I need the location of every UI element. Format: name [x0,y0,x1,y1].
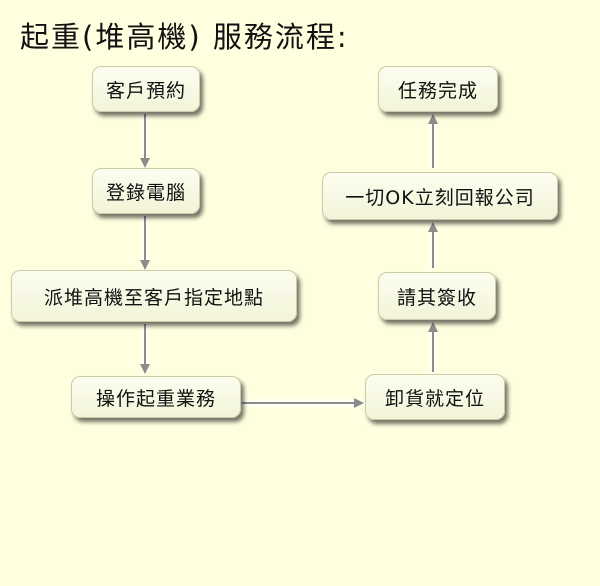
step-computer-entry: 登錄電腦 [92,168,200,214]
step-unload-position: 卸貨就定位 [365,374,505,420]
step-task-complete: 任務完成 [378,66,498,112]
step-report-ok: 一切OK立刻回報公司 [322,172,558,220]
step-lifting-operation: 操作起重業務 [71,376,241,418]
step-customer-booking: 客戶預約 [92,66,200,112]
step-customer-sign: 請其簽收 [378,272,496,320]
page-title: 起重(堆高機) 服務流程: [20,20,349,54]
step-dispatch-forklift: 派堆高機至客戶指定地點 [11,270,297,322]
